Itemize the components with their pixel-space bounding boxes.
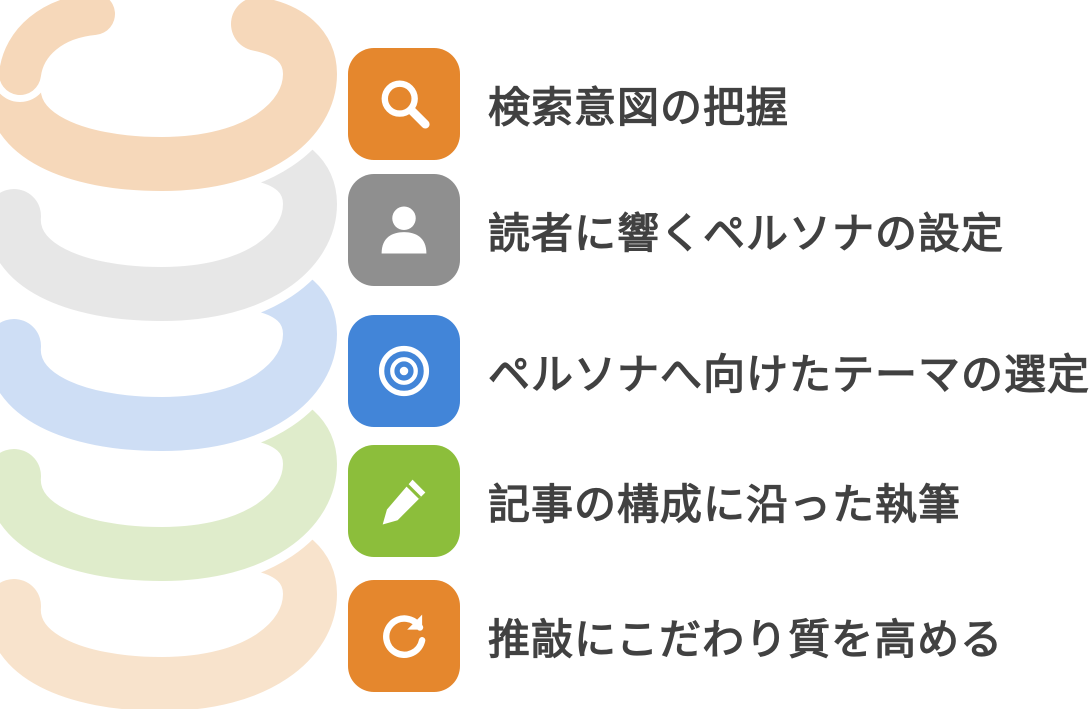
step-row-1: 検索意図の把握 [348, 38, 789, 170]
step-label-5: 推敲にこだわり質を高める [488, 615, 1004, 663]
spiral-graphic [0, 0, 347, 709]
spiral-loop-green [0, 378, 347, 591]
step-label-3: ペルソナへ向けたテーマの選定 [488, 350, 1090, 398]
spiral-loop-peach [0, 0, 347, 201]
refresh-icon [348, 580, 460, 692]
spiral-svg [0, 0, 347, 709]
step-label-1: 検索意図の把握 [488, 83, 790, 131]
step-row-2: 読者に響くペルソナの設定 [348, 172, 1004, 288]
pencil-icon [348, 445, 460, 557]
spiral-loop-gray [0, 118, 347, 331]
step-row-4: 記事の構成に沿った執筆 [348, 442, 961, 560]
spiral-end-tip [0, 0, 122, 102]
search-icon [348, 48, 460, 160]
spiral-loop-blue [0, 248, 347, 461]
steps-list: 検索意図の把握 読者に響くペルソナの設定 ペルソナへ向けたテーマの選定 [348, 0, 1090, 709]
step-row-3: ペルソナへ向けたテーマの選定 [348, 296, 1090, 446]
target-icon [348, 315, 460, 427]
step-label-4: 記事の構成に沿った執筆 [488, 480, 962, 528]
step-row-5: 推敲にこだわり質を高める [348, 568, 1003, 704]
person-icon [348, 174, 460, 286]
step-label-2: 読者に響くペルソナの設定 [488, 209, 1005, 257]
spiral-loop-bottom-cream [0, 508, 347, 709]
